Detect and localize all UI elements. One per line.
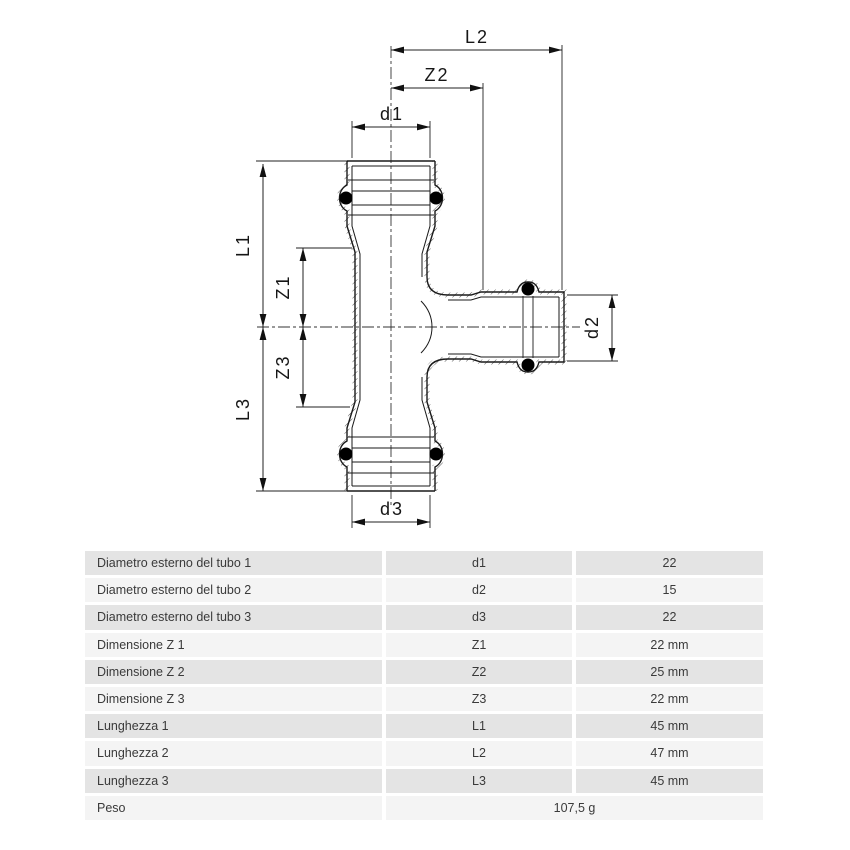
spec-symbol: d2 bbox=[386, 578, 572, 603]
spec-symbol: L1 bbox=[386, 714, 572, 739]
dimension-label-d1: d1 bbox=[380, 104, 404, 124]
spec-symbol: L2 bbox=[386, 741, 572, 766]
spec-value: 107,5 g bbox=[386, 795, 763, 820]
spec-value: 47 mm bbox=[576, 741, 763, 766]
spec-symbol: Z1 bbox=[386, 632, 572, 657]
fitting-body bbox=[337, 160, 567, 492]
spec-value: 22 bbox=[576, 605, 763, 630]
spec-value: 22 bbox=[576, 551, 763, 576]
dimension-label-d2: d2 bbox=[582, 315, 602, 339]
table-row: Diametro esterno del tubo 2 d2 15 bbox=[85, 578, 763, 603]
dimension-label-d3: d3 bbox=[380, 499, 404, 519]
spec-value: 22 mm bbox=[576, 632, 763, 657]
table-row: Dimensione Z 2 Z2 25 mm bbox=[85, 659, 763, 684]
spec-value: 45 mm bbox=[576, 714, 763, 739]
spec-value: 22 mm bbox=[576, 686, 763, 712]
table-row: Lunghezza 3 L3 45 mm bbox=[85, 768, 763, 793]
table-row: Diametro esterno del tubo 1 d1 22 bbox=[85, 551, 763, 576]
table-row-peso: Peso 107,5 g bbox=[85, 795, 763, 820]
dimension-label-l3: L3 bbox=[233, 397, 253, 421]
centerlines bbox=[257, 46, 580, 508]
spec-label: Peso bbox=[85, 795, 382, 820]
spec-label: Dimensione Z 2 bbox=[85, 659, 382, 684]
spec-label: Lunghezza 3 bbox=[85, 768, 382, 793]
table-row: Lunghezza 2 L2 47 mm bbox=[85, 741, 763, 766]
table-row: Dimensione Z 3 Z3 22 mm bbox=[85, 686, 763, 712]
spec-symbol: Z2 bbox=[386, 659, 572, 684]
spec-label: Diametro esterno del tubo 3 bbox=[85, 605, 382, 630]
table-row: Dimensione Z 1 Z1 22 mm bbox=[85, 632, 763, 657]
spec-symbol: d1 bbox=[386, 551, 572, 576]
dimension-arrows bbox=[259, 46, 616, 526]
spec-label: Diametro esterno del tubo 2 bbox=[85, 578, 382, 603]
spec-value: 25 mm bbox=[576, 659, 763, 684]
spec-value: 45 mm bbox=[576, 768, 763, 793]
spec-label: Dimensione Z 3 bbox=[85, 686, 382, 712]
dimension-label-z2: Z2 bbox=[424, 65, 449, 85]
spec-label: Diametro esterno del tubo 1 bbox=[85, 551, 382, 576]
dimension-label-z1: Z1 bbox=[273, 274, 293, 299]
specs-table: Diametro esterno del tubo 1 d1 22 Diamet… bbox=[85, 551, 763, 820]
technical-drawing: L2 Z2 d1 L1 Z1 Z3 L3 d2 d3 bbox=[233, 27, 618, 528]
spec-symbol: Z3 bbox=[386, 686, 572, 712]
table-row: Lunghezza 1 L1 45 mm bbox=[85, 714, 763, 739]
spec-label: Dimensione Z 1 bbox=[85, 632, 382, 657]
spec-label: Lunghezza 2 bbox=[85, 741, 382, 766]
table-row: Diametro esterno del tubo 3 d3 22 bbox=[85, 605, 763, 630]
spec-label: Lunghezza 1 bbox=[85, 714, 382, 739]
o-ring-seals bbox=[339, 191, 535, 461]
spec-symbol: d3 bbox=[386, 605, 572, 630]
spec-value: 15 bbox=[576, 578, 763, 603]
spec-symbol: L3 bbox=[386, 768, 572, 793]
dimension-label-l2: L2 bbox=[465, 27, 489, 47]
dimension-label-z3: Z3 bbox=[273, 354, 293, 379]
dimension-label-l1: L1 bbox=[233, 233, 253, 257]
